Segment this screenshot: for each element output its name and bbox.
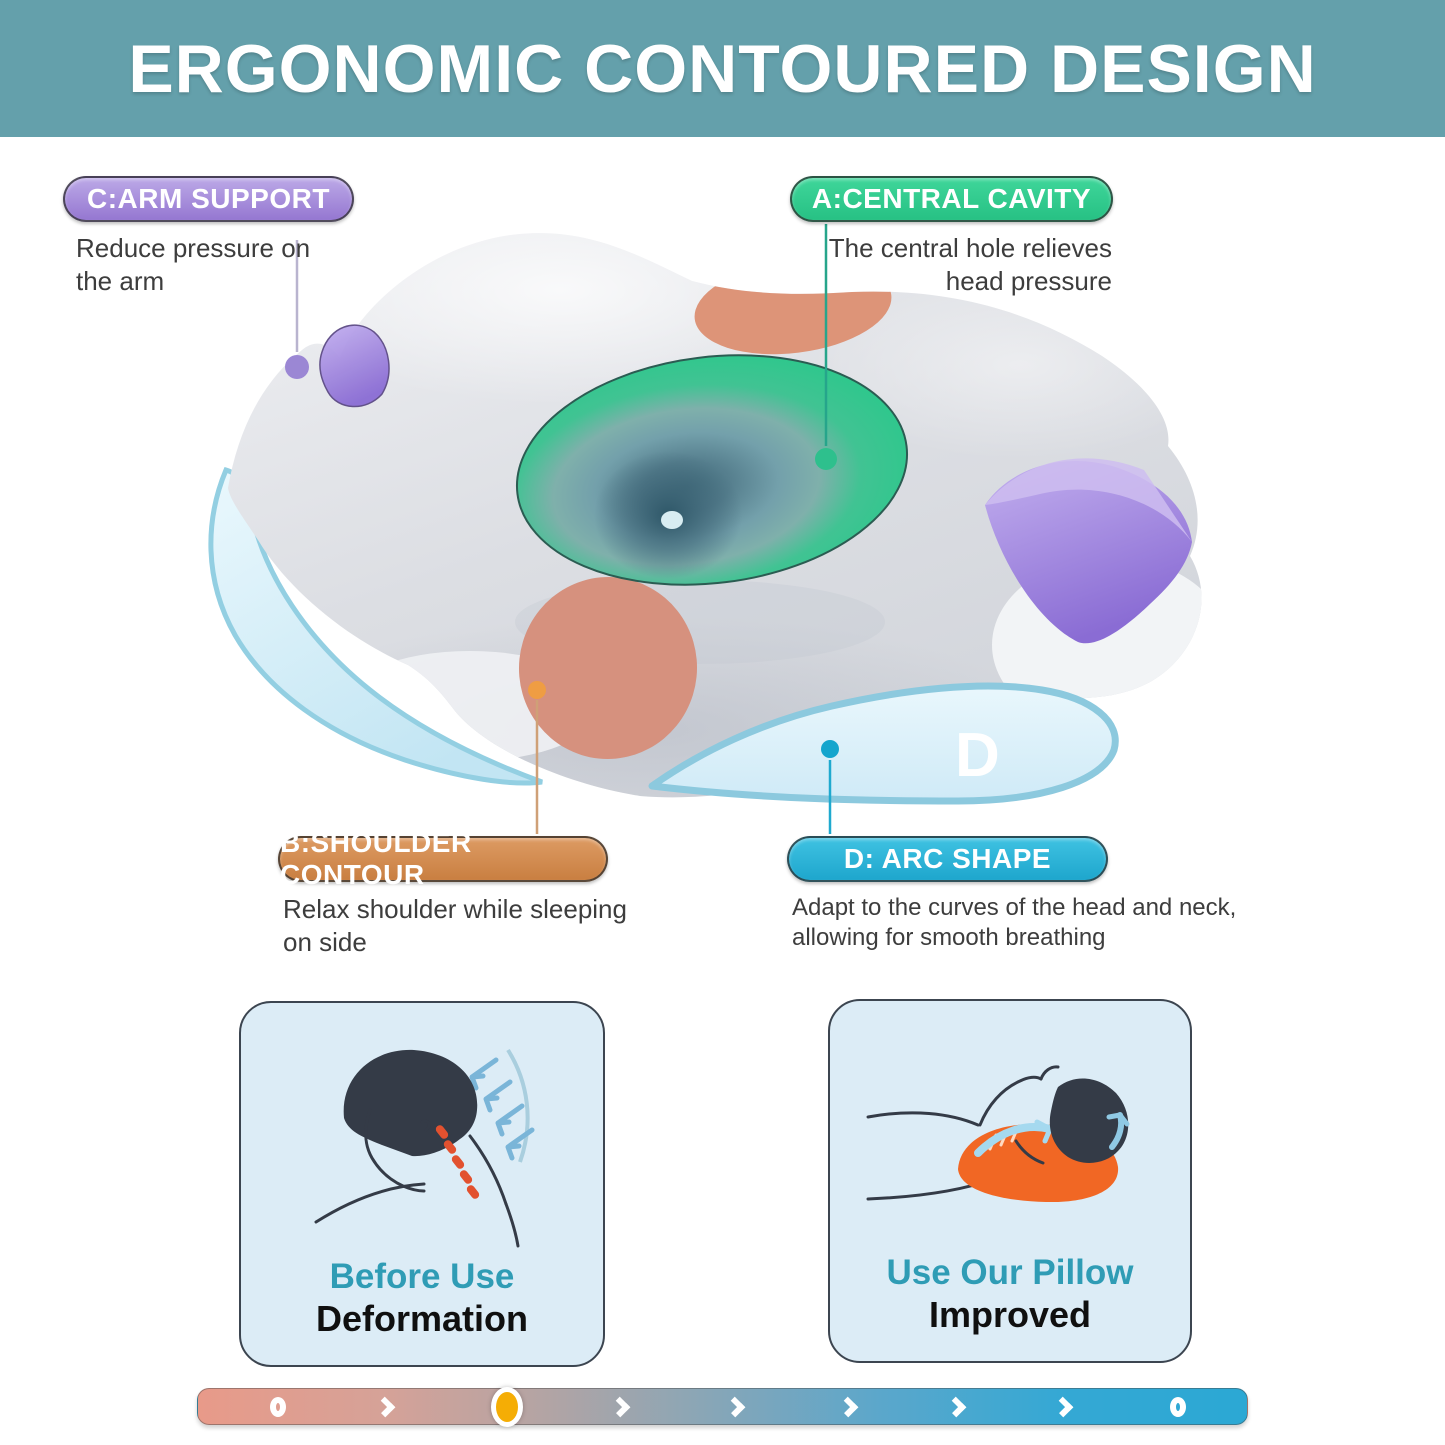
strained-neck-dashes — [435, 1125, 480, 1199]
after-card-subtitle: Improved — [928, 1293, 1092, 1335]
connector-arc-shape — [821, 740, 839, 834]
shoulder-contour-description: Relax shoulder while sleeping on side — [283, 894, 627, 957]
after-illustration — [860, 1019, 1160, 1253]
progress-chevron-icon — [946, 1396, 967, 1417]
arm-support-description: Reduce pressure on the arm — [76, 233, 311, 296]
after-card-title: Use Our Pillow — [886, 1253, 1134, 1293]
pressure-arrows-icon — [469, 1057, 535, 1161]
connector-central-cavity — [815, 224, 837, 470]
progress-chevron-icon — [374, 1396, 396, 1417]
page-title: ERGONOMIC CONTOURED DESIGN — [128, 30, 1317, 107]
header-banner: ERGONOMIC CONTOURED DESIGN — [0, 0, 1445, 137]
pressure-patch-bottom — [518, 577, 698, 759]
before-card-subtitle: Deformation — [315, 1297, 528, 1339]
use-pillow-card: Use Our Pillow Improved — [828, 999, 1192, 1363]
arm-support-right-highlight — [985, 458, 1192, 542]
progress-chevron-icon — [1053, 1396, 1074, 1417]
lying-face-outline — [978, 1065, 1060, 1165]
central-cavity-description: The central hole relieves head pressure — [828, 233, 1112, 296]
bent-head-silhouette — [343, 1050, 478, 1157]
progress-ring-icon — [1169, 1396, 1186, 1417]
arm-support-right-zone — [985, 460, 1192, 644]
before-card-title: Before Use — [329, 1257, 515, 1297]
lying-head-silhouette — [1049, 1078, 1129, 1164]
callout-arc-shape: D: ARC SHAPE — [787, 836, 1108, 882]
arm-support-left-zone — [319, 324, 390, 408]
arc-shape-wing — [648, 682, 1119, 805]
progress-ring-icon — [269, 1396, 286, 1417]
progress-bar — [197, 1386, 1248, 1427]
bent-body-outline — [314, 1108, 520, 1248]
before-illustration — [272, 1021, 572, 1257]
callout-central-cavity: A:CENTRAL CAVITY — [790, 176, 1113, 222]
progress-chevron-icon — [838, 1396, 859, 1417]
cavity-center-dot — [661, 511, 683, 529]
head-cradle-arrowhead — [1106, 1112, 1130, 1127]
arc-shape-description: Adapt to the curves of the head and neck… — [792, 894, 1237, 951]
callout-shoulder-contour: B:SHOULDER CONTOUR — [278, 827, 608, 890]
before-use-card: Before Use Deformation — [239, 1001, 605, 1367]
progress-chevron-icon — [724, 1396, 746, 1417]
zone-d-label: D — [955, 721, 1000, 790]
progress-current-marker — [491, 1386, 524, 1427]
neck-support-arrowhead — [1034, 1119, 1053, 1144]
progress-chevron-icon — [609, 1396, 631, 1417]
connector-shoulder-contour — [528, 681, 546, 834]
pressure-arc-line — [506, 1049, 530, 1163]
connector-arm-support — [285, 240, 309, 379]
callout-arm-support: C:ARM SUPPORT — [63, 176, 354, 222]
